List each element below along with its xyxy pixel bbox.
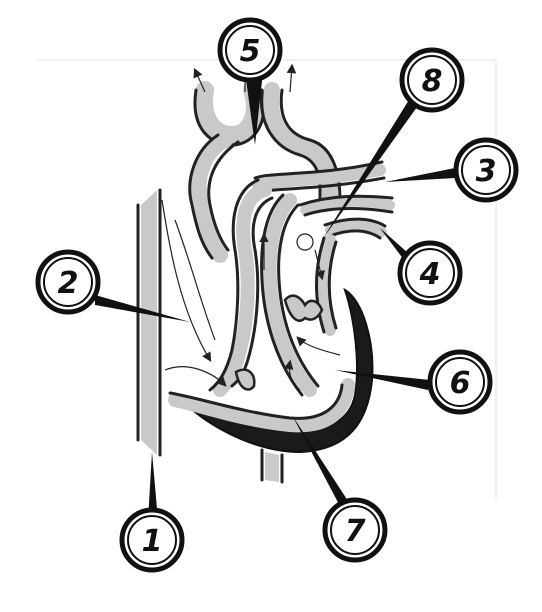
callout-circle-4 xyxy=(397,240,463,306)
callout-4: 4 xyxy=(397,240,463,306)
callout-circle-1 xyxy=(119,507,185,573)
ventricle-wall xyxy=(168,287,374,454)
vena-cava xyxy=(136,188,162,457)
bottom-vessels xyxy=(260,448,284,484)
callout-3: 3 xyxy=(453,137,519,203)
callout-label-1: 1 xyxy=(142,524,163,559)
callout-label-8: 8 xyxy=(422,64,443,99)
callout-ring-8 xyxy=(407,55,457,105)
callout-5: 5 xyxy=(217,17,283,83)
callout-ring-2 xyxy=(43,257,93,307)
callout-label-3: 3 xyxy=(476,154,497,189)
callout-label-6: 6 xyxy=(450,366,471,401)
pointer-2 xyxy=(95,295,190,322)
callout-ring-5 xyxy=(225,25,275,75)
pointer-6 xyxy=(335,370,430,390)
callout-circle-3 xyxy=(453,137,519,203)
callout-label-7: 7 xyxy=(345,514,366,549)
callout-2: 2 xyxy=(35,249,101,315)
callout-circle-8 xyxy=(399,47,465,113)
pointer-1 xyxy=(148,452,158,520)
callout-8: 8 xyxy=(399,47,465,113)
callout-ring-1 xyxy=(127,515,177,565)
callout-circle-6 xyxy=(427,349,493,415)
callouts: 1 2 3 4 5 6 7 8 xyxy=(35,17,519,573)
callout-label-2: 2 xyxy=(58,266,79,301)
pointer-8 xyxy=(322,95,422,240)
callout-7: 7 xyxy=(322,497,388,563)
pointer-7 xyxy=(292,415,350,510)
callout-6: 6 xyxy=(427,349,493,415)
callout-label-5: 5 xyxy=(240,34,261,69)
heart-chambers xyxy=(208,178,338,397)
callout-label-4: 4 xyxy=(419,257,441,292)
pointer-3 xyxy=(385,168,455,182)
callout-ring-3 xyxy=(461,145,511,195)
callout-pointers xyxy=(95,72,455,520)
pointer-5 xyxy=(245,72,263,145)
callout-circle-2 xyxy=(35,249,101,315)
callout-1: 1 xyxy=(119,507,185,573)
flow-lines xyxy=(161,199,341,391)
callout-ring-7 xyxy=(330,505,380,555)
callout-circle-5 xyxy=(217,17,283,83)
callout-circle-7 xyxy=(322,497,388,563)
callout-ring-6 xyxy=(435,357,485,407)
callout-ring-4 xyxy=(405,248,455,298)
